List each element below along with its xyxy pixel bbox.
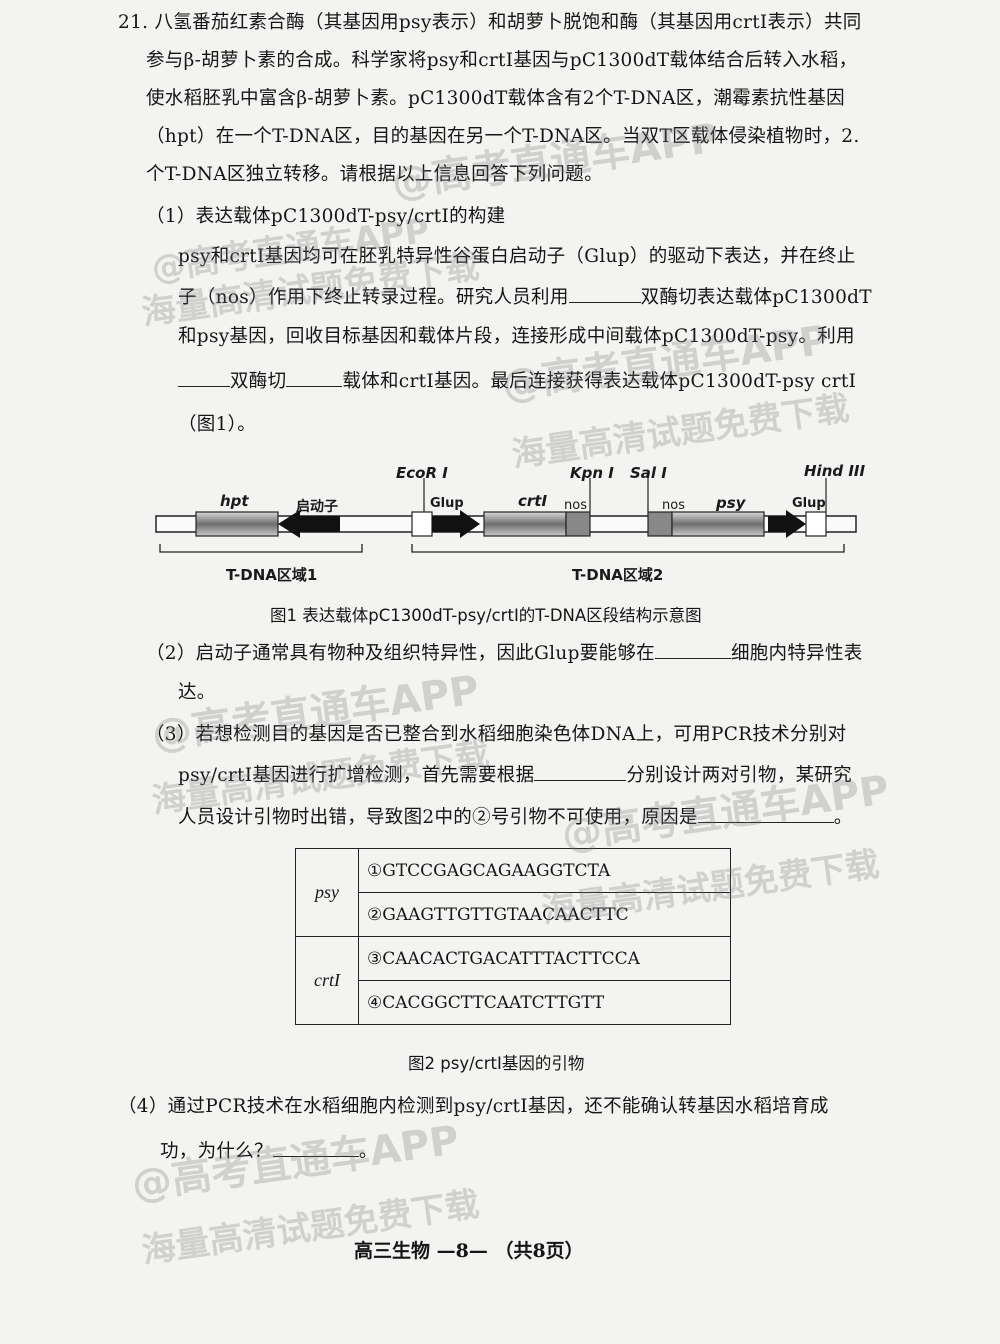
- label-psy: psy: [716, 494, 746, 512]
- label-region-2: T-DNA区域2: [572, 566, 664, 584]
- part3-line-3a: 人员设计引物时出错，导致图2中的②号引物不可使用，原因是: [178, 807, 698, 828]
- figure2-caption: 图2 psy/crtI基因的引物: [408, 1054, 585, 1073]
- part1-line-3: 和psy基因，回收目标基因和载体片段，连接形成中间载体pC1300dT-psy。…: [178, 326, 855, 347]
- part3-line-2: psy/crtI基因进行扩增检测，首先需要根据 分别设计两对引物，某研究: [178, 762, 852, 789]
- part2-line-2: 达。: [178, 682, 216, 703]
- region1-bracket: [159, 544, 363, 553]
- region2-bracket: [411, 544, 845, 553]
- part3-line-3b: 。: [833, 807, 853, 828]
- part3-line-2a: psy/crtI基因进行扩增检测，首先需要根据: [178, 765, 535, 786]
- part4-line-1: （4）通过PCR技术在水稻细胞内检测到psy/crtI基因，还不能确认转基因水稻…: [118, 1096, 829, 1117]
- nos-1-box: [565, 511, 591, 537]
- part1-line-4b: 载体和crtI基因。最后连接获得表达载体pC1300dT-psy crtI: [342, 371, 857, 392]
- table-row: ④CACGGCTTCAATCTTGTT: [296, 980, 731, 1025]
- label-region-1: T-DNA区域1: [226, 566, 318, 584]
- primer-cell-3: ③CAACACTGACATTTACTTCCA: [358, 936, 731, 981]
- primer-cell-2: ②GAAGTTGTTGTAACAACTTC: [358, 892, 731, 937]
- part3-line-3: 人员设计引物时出错，导致图2中的②号引物不可使用，原因是 。: [178, 804, 853, 831]
- label-hindiii: Hind III: [804, 462, 866, 480]
- part1-line-5: （图1）。: [178, 414, 257, 435]
- glup-arrow-2: [768, 510, 806, 538]
- label-kpni: Kpn I: [570, 464, 614, 482]
- label-crti: crtI: [518, 492, 548, 510]
- label-glup-2: Glup: [792, 496, 826, 511]
- intro-line-2: 参与β-胡萝卜素的合成。科学家将psy和crtI基因与pC1300dT载体结合后…: [146, 50, 858, 71]
- part1-line-2b: 双酶切表达载体pC1300dT: [640, 287, 872, 308]
- part2-line-1b: 细胞内特异性表: [730, 643, 863, 664]
- label-glup-1: Glup: [430, 496, 464, 511]
- label-nos-2: nos: [662, 498, 685, 513]
- glup-2-box: [805, 511, 827, 537]
- answer-blank-5[interactable]: [534, 762, 627, 781]
- gene-cell-psy: psy: [295, 848, 359, 937]
- primer-table: psy ①GTCCGAGCAGAAGGTCTA ②GAAGTTGTTGTAACA…: [295, 848, 731, 1025]
- gene-cell-crti: crtI: [295, 936, 359, 1025]
- label-sali: Sal I: [630, 464, 667, 482]
- intro-line-1: 21. 八氢番茄红素合酶（其基因用psy表示）和胡萝卜脱饱和酶（其基因用crtI…: [118, 12, 862, 33]
- answer-blank-6[interactable]: [697, 804, 834, 823]
- figure1-caption: 图1 表达载体pC1300dT-psy/crtI的T-DNA区段结构示意图: [270, 606, 702, 625]
- answer-blank-2[interactable]: [178, 368, 230, 387]
- part3-line-1: （3）若想检测目的基因是否已整合到水稻细胞染色体DNA上，可用PCR技术分别对: [146, 724, 847, 745]
- promoter-arrow-1: [278, 510, 340, 538]
- part4-line-2: 功，为什么？ 。: [160, 1138, 378, 1165]
- part1-line-4a: 双酶切: [230, 371, 287, 392]
- part2-line-1a: （2）启动子通常具有物种及组织特异性，因此Glup要能够在: [146, 643, 655, 664]
- table-row: crtI ③CAACACTGACATTTACTTCCA: [295, 936, 731, 1025]
- psy-gene-box: [671, 511, 765, 537]
- answer-blank-4[interactable]: [654, 640, 731, 659]
- watermark-brand-3: @高考直通车APP: [498, 317, 832, 409]
- answer-blank-3[interactable]: [286, 368, 343, 387]
- hpt-gene-box: [195, 511, 279, 537]
- crti-gene-box: [483, 511, 567, 537]
- part1-line-4: 双酶切 载体和crtI基因。最后连接获得表达载体pC1300dT-psy crtI: [178, 368, 856, 395]
- watermark-brand-1: @高考直通车APP: [388, 115, 722, 207]
- part1-line-2: 子（nos）作用下终止转录过程。研究人员利用 双酶切表达载体pC1300dT: [178, 284, 872, 311]
- intro-line-5: 个T-DNA区独立转移。请根据以上信息回答下列问题。: [146, 164, 603, 185]
- answer-blank-1[interactable]: [568, 284, 641, 303]
- part4-line-2a: 功，为什么？: [160, 1141, 273, 1162]
- primer-cell-1: ①GTCCGAGCAGAAGGTCTA: [358, 848, 731, 893]
- part3-line-2b: 分别设计两对引物，某研究: [626, 765, 852, 786]
- tdna-diagram: hpt 启动子 EcoR I Glup crtI Kpn I nos Sal I…: [150, 456, 870, 596]
- part1-heading: （1）表达载体pC1300dT-psy/crtI的构建: [146, 206, 506, 227]
- tdna-structure-svg: [155, 478, 857, 553]
- label-promoter: 启动子: [296, 499, 338, 515]
- label-ecori: EcoR I: [396, 464, 448, 482]
- intro-line-4: （hpt）在一个T-DNA区，目的基因在另一个T-DNA区。当双T区载体侵染植物…: [146, 126, 860, 147]
- glup-1-box: [411, 511, 433, 537]
- label-nos-1: nos: [564, 498, 587, 513]
- table-row: psy ①GTCCGAGCAGAAGGTCTA: [295, 848, 731, 937]
- primer-cell-4: ④CACGGCTTCAATCTTGTT: [358, 980, 731, 1025]
- nos-2-box: [647, 511, 673, 537]
- part1-line-2a: 子（nos）作用下终止转录过程。研究人员利用: [178, 287, 569, 308]
- part2-line-1: （2）启动子通常具有物种及组织特异性，因此Glup要能够在 细胞内特异性表: [146, 640, 863, 667]
- table-row: ②GAAGTTGTTGTAACAACTTC: [296, 892, 731, 937]
- part4-line-2b: 。: [358, 1141, 378, 1162]
- intro-line-3: 使水稻胚乳中富含β-胡萝卜素。pC1300dT载体含有2个T-DNA区，潮霉素抗…: [146, 88, 845, 109]
- page-footer: 高三生物 —8— （共8页）: [354, 1240, 584, 1262]
- answer-blank-7[interactable]: [272, 1138, 359, 1157]
- part1-line-1: psy和crtI基因均可在胚乳特异性谷蛋白启动子（Glup）的驱动下表达，并在终…: [178, 246, 856, 267]
- glup-arrow-1: [432, 510, 480, 538]
- label-hpt: hpt: [220, 492, 249, 510]
